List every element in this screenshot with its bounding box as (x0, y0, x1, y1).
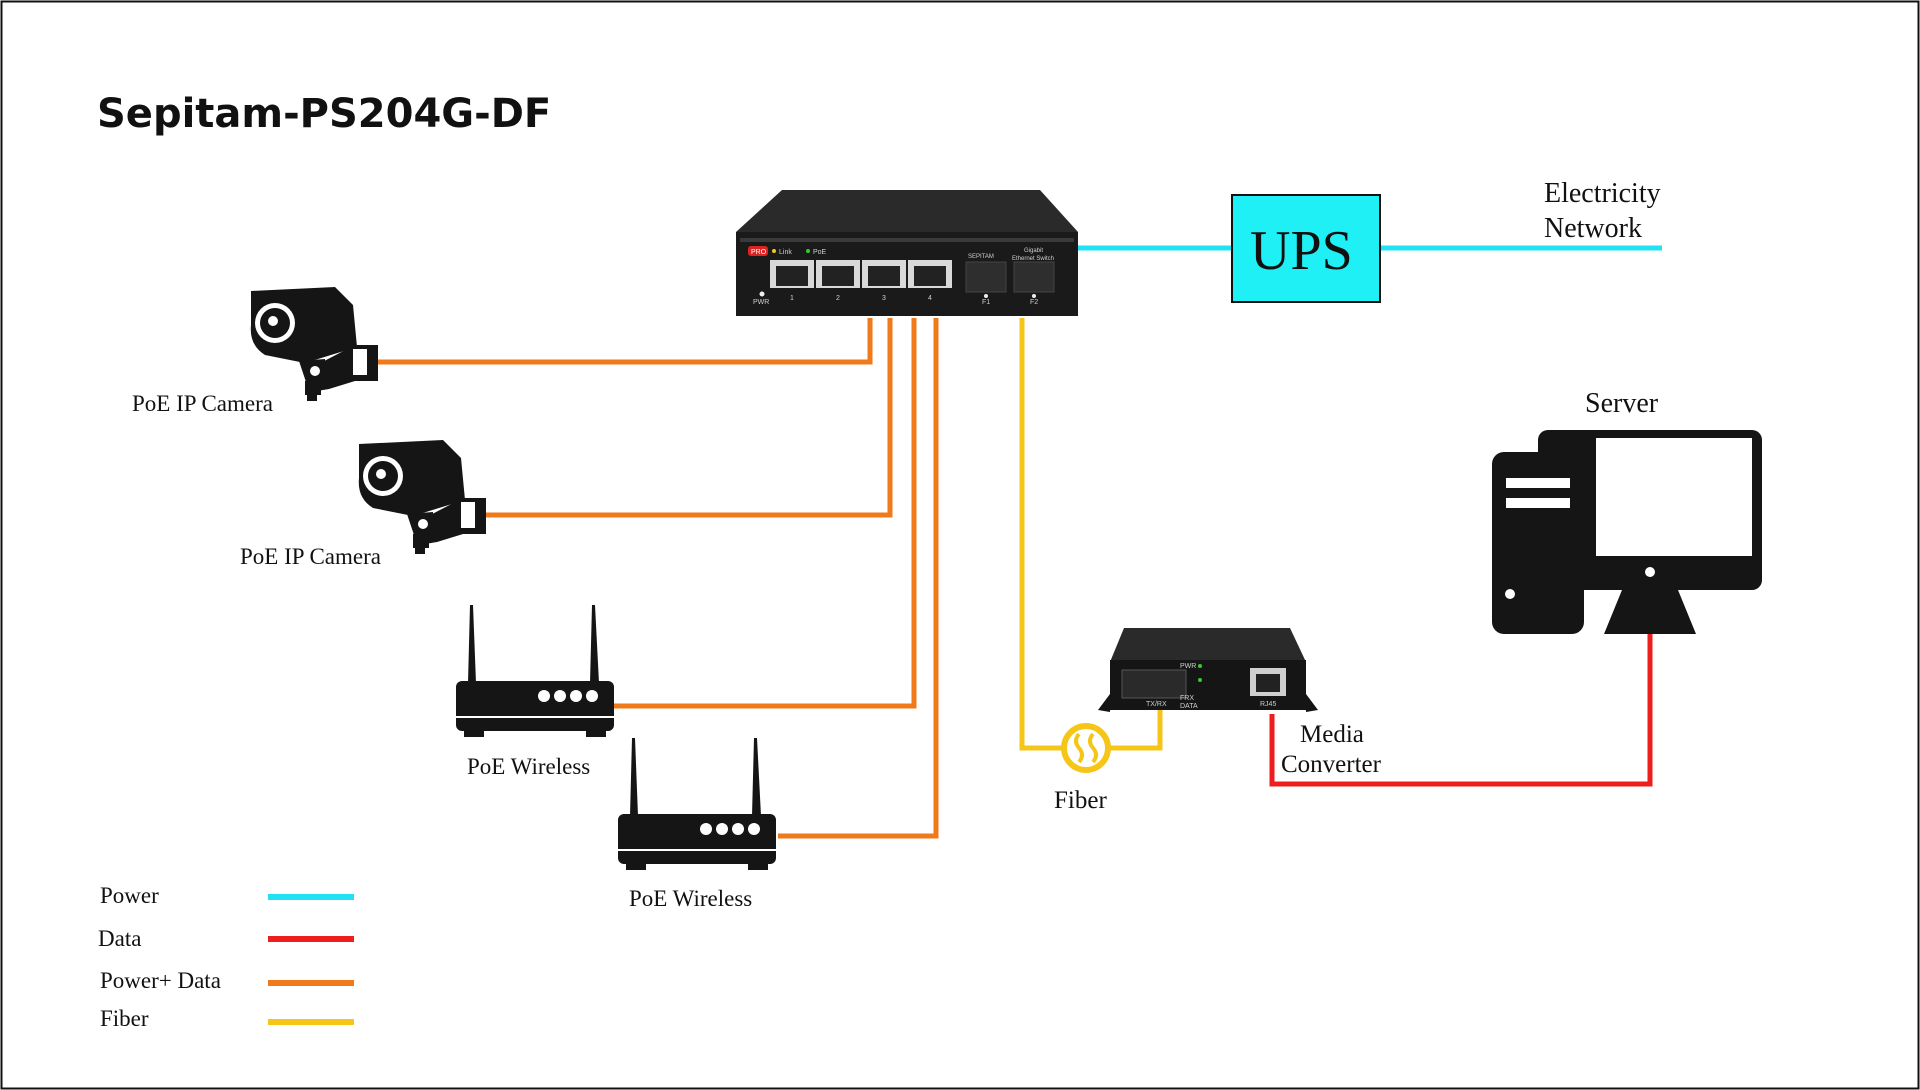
switch-top (736, 190, 1078, 232)
fiber-port-f1: F1 (982, 299, 990, 306)
wireless-1-label: PoE Wireless (467, 754, 590, 779)
poe-switch: PRO Link PoE 1 2 3 4 PWR F1 F2 SEPITAM G… (736, 190, 1078, 316)
wireless-router-2 (618, 738, 776, 870)
legend-label-fiber: Fiber (100, 1006, 149, 1031)
legend-label-data: Data (98, 926, 141, 951)
ip-camera-1 (250, 287, 378, 401)
tower (1492, 452, 1584, 634)
media-converter-label-line1: Media (1300, 721, 1364, 748)
server-label: Server (1585, 388, 1659, 419)
switch-brand: SEPITAM (968, 254, 994, 260)
poe-line-camera2 (486, 318, 893, 518)
pro-badge-text: PRO (751, 249, 767, 256)
camera-2-label: PoE IP Camera (240, 544, 381, 569)
rj45-ports (770, 260, 952, 288)
poe-line-camera1 (378, 318, 873, 365)
legend-label-power-data: Power+ Data (100, 968, 221, 993)
wireless-2-label: PoE Wireless (629, 886, 752, 911)
mc-frx: FRX (1180, 695, 1194, 702)
fiber-line (1019, 318, 1062, 751)
port-number-3: 3 (882, 295, 886, 302)
pwr-label: PWR (753, 299, 769, 306)
link-label: Link (779, 249, 792, 256)
connections (378, 245, 1662, 839)
mc-pwr: PWR (1180, 663, 1196, 670)
poe-line-wireless2 (778, 318, 939, 839)
port-number-2: 2 (836, 295, 840, 302)
poe-label: PoE (813, 249, 827, 256)
ups-box: UPS (1231, 194, 1381, 303)
camera-1-label: PoE IP Camera (132, 391, 273, 416)
switch-model-line2: Ethernet Switch (1012, 256, 1054, 262)
server-computer-icon (1492, 430, 1762, 634)
switch-model-line1: Gigabit (1024, 248, 1043, 254)
legend: Power Data Power+ Data Fiber (98, 883, 354, 1031)
fiber-port-f2: F2 (1030, 299, 1038, 306)
electricity-label-line1: Electricity (1544, 178, 1661, 209)
pro-badge (748, 246, 768, 256)
media-converter-label-line2: Converter (1281, 751, 1382, 778)
mc-data: DATA (1180, 703, 1198, 710)
fiber-label: Fiber (1054, 787, 1107, 814)
fiber-line-converter (1110, 706, 1163, 751)
ip-camera-2 (358, 440, 486, 554)
ups-label: UPS (1250, 220, 1353, 282)
electricity-label-line2: Network (1544, 213, 1642, 244)
port-number-4: 4 (928, 295, 932, 302)
mc-txrx: TX/RX (1146, 701, 1167, 708)
port-number-1: 1 (790, 295, 794, 302)
fiber-coil-icon (1061, 723, 1111, 773)
legend-label-power: Power (100, 883, 159, 908)
media-converter: TX/RX PWR FRX DATA RJ45 (1098, 628, 1318, 712)
data-line-server (1269, 632, 1653, 787)
diagram-title: Sepitam-PS204G-DF (97, 91, 551, 137)
mc-rj45: RJ45 (1260, 701, 1276, 708)
poe-line-wireless1 (614, 318, 917, 709)
wireless-router-1 (456, 605, 614, 737)
